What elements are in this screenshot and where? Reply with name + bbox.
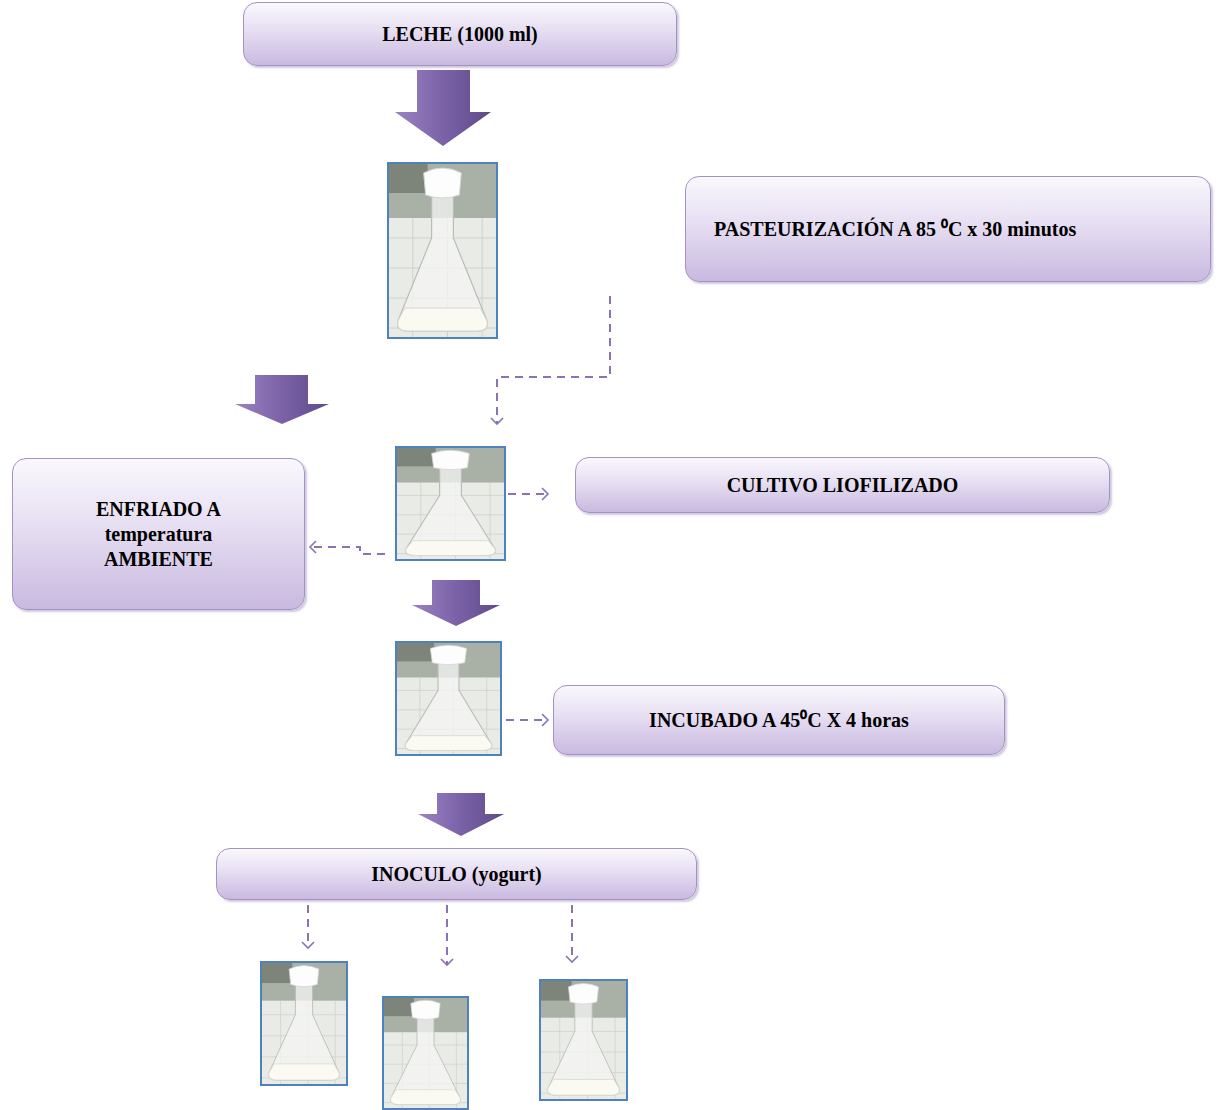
process-box: CULTIVO LIOFILIZADO (575, 457, 1110, 513)
block-arrow (418, 793, 504, 836)
flask-photo (396, 447, 505, 560)
dashed-arrow (571, 905, 573, 962)
dashed-arrow (307, 905, 309, 948)
block-arrow (412, 580, 500, 626)
box-label: INOCULO (yogurt) (371, 862, 542, 887)
dashed-arrow (310, 547, 385, 554)
block-arrow (235, 375, 329, 424)
box-label: INCUBADO A 45⁰C X 4 horas (649, 708, 909, 733)
flask-photo (396, 642, 501, 755)
box-label: ENFRIADO A temperatura AMBIENTE (71, 497, 246, 572)
flask-photo (383, 997, 468, 1109)
process-box: LECHE (1000 ml) (243, 2, 677, 66)
flask-photo (261, 962, 347, 1085)
box-label: CULTIVO LIOFILIZADO (727, 473, 959, 498)
process-box: INCUBADO A 45⁰C X 4 horas (553, 685, 1005, 755)
dashed-arrow (497, 296, 610, 424)
block-arrow (395, 70, 491, 146)
process-box: PASTEURIZACIÓN A 85 ⁰C x 30 minutos (685, 176, 1211, 282)
box-label: LECHE (1000 ml) (382, 22, 538, 47)
dashed-arrow (506, 719, 548, 721)
flask-photo (540, 980, 627, 1100)
process-box: INOCULO (yogurt) (216, 848, 697, 900)
box-label: PASTEURIZACIÓN A 85 ⁰C x 30 minutos (714, 217, 1084, 242)
flask-photo (388, 163, 497, 338)
process-box: ENFRIADO A temperatura AMBIENTE (12, 458, 305, 610)
dashed-arrow (446, 905, 448, 965)
dashed-arrow (508, 493, 548, 495)
